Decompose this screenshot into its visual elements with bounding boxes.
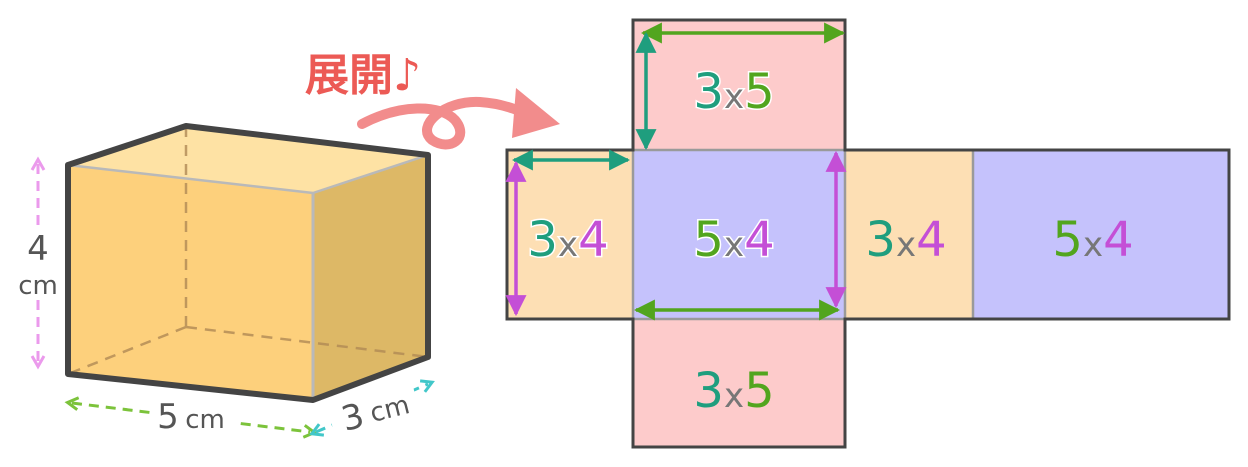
cuboid-side-face — [313, 155, 428, 400]
face-label-top: 3x5 — [693, 64, 774, 120]
cuboid-top-right-edge — [312, 153, 429, 195]
width-value: 5 — [157, 397, 179, 437]
cuboid-net: 3x5 3x4 5x4 3x4 5x4 3x5 — [505, 18, 1231, 449]
net-face-left — [507, 150, 633, 319]
unfold-arrow — [357, 88, 560, 150]
net-face-right — [845, 150, 973, 319]
cuboid-top-face — [68, 126, 428, 193]
face-label-center: 5x4 — [693, 212, 774, 268]
cuboid-outline — [65, 123, 431, 403]
cuboid-top-edge — [67, 163, 314, 195]
face-label-far: 5x4 — [1052, 212, 1133, 268]
unfold-title: 展開♪ — [305, 50, 421, 101]
width-dimension: 5 cm — [64, 396, 318, 439]
net-face-bottom — [633, 319, 845, 447]
net-face-far — [973, 150, 1229, 319]
cuboid — [65, 123, 431, 403]
height-dimension: 4 cm — [18, 156, 58, 370]
cuboid-front-face — [68, 165, 313, 400]
net-face-center — [633, 150, 845, 319]
width-unit: cm — [185, 405, 225, 435]
height-unit: cm — [18, 271, 58, 301]
face-label-bottom: 3x5 — [693, 363, 774, 419]
net-outline — [505, 18, 1231, 449]
face-label-right: 3x4 — [865, 212, 946, 268]
height-value: 4 — [27, 229, 49, 269]
cuboid-hidden-edges — [67, 126, 429, 376]
face-label-left: 3x4 — [527, 212, 608, 268]
